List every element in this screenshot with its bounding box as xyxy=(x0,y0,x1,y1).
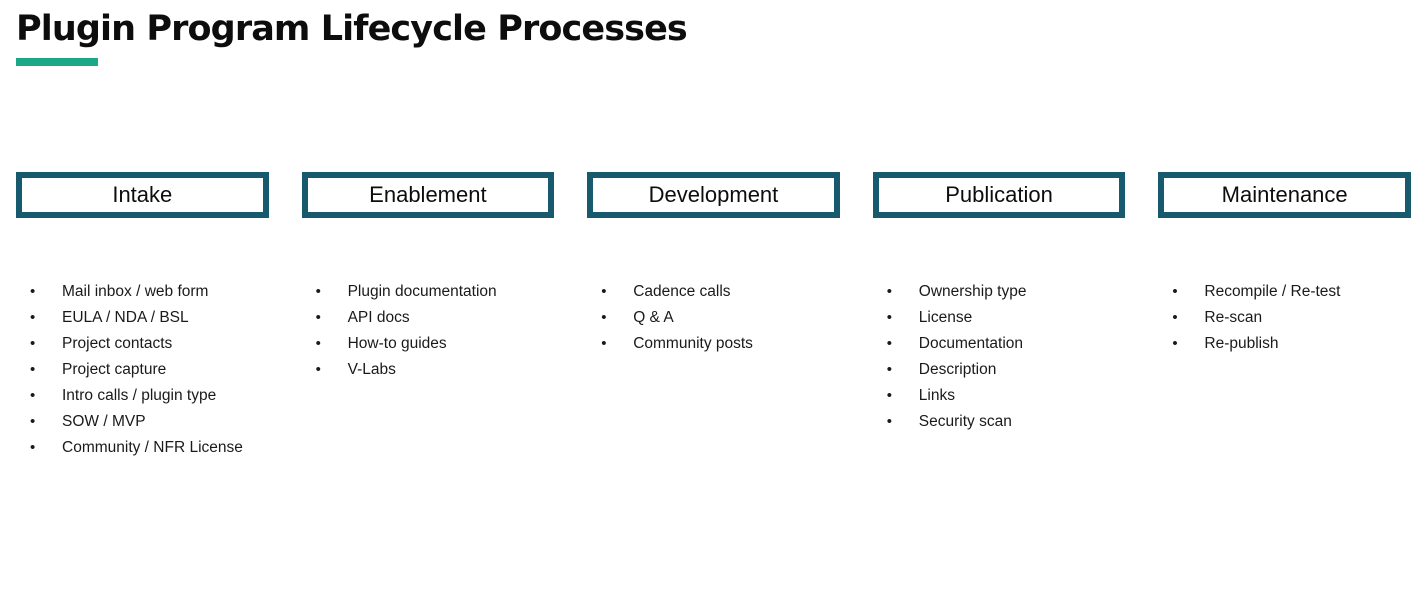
bullet-icon xyxy=(30,305,62,331)
list-item-label: Re-publish xyxy=(1204,335,1279,352)
bullet-icon xyxy=(30,409,62,435)
lifecycle-column-maintenance: Maintenance Recompile / Re-test Re-scan … xyxy=(1158,172,1411,357)
bullet-icon xyxy=(30,331,62,357)
phase-header-label: Intake xyxy=(112,184,173,206)
bullet-icon xyxy=(316,279,348,305)
lifecycle-column-development: Development Cadence calls Q & A Communit… xyxy=(587,172,840,357)
bullet-icon xyxy=(30,435,62,461)
bullet-icon xyxy=(887,305,919,331)
list-item: Community posts xyxy=(587,331,840,357)
list-item: How-to guides xyxy=(302,331,555,357)
list-item-label: Cadence calls xyxy=(633,283,731,300)
bullet-icon xyxy=(887,279,919,305)
bullet-icon xyxy=(1172,279,1204,305)
list-item: Documentation xyxy=(873,331,1126,357)
bullet-icon xyxy=(887,357,919,383)
phase-header-development[interactable]: Development xyxy=(587,172,840,218)
list-item: Mail inbox / web form xyxy=(16,279,269,305)
list-item: Cadence calls xyxy=(587,279,840,305)
phase-header-enablement[interactable]: Enablement xyxy=(301,172,555,218)
list-item-label: Plugin documentation xyxy=(347,283,497,300)
lifecycle-column-intake: Intake Mail inbox / web form EULA / NDA … xyxy=(16,172,269,461)
list-item-label: Community / NFR License xyxy=(62,439,243,456)
list-item-label: API docs xyxy=(347,309,410,326)
bullet-icon xyxy=(601,279,633,305)
list-item: Project capture xyxy=(16,357,269,383)
list-item: V-Labs xyxy=(302,357,555,383)
list-item-label: How-to guides xyxy=(347,335,447,352)
list-item: Community / NFR License xyxy=(16,435,269,461)
list-item-label: V-Labs xyxy=(347,361,396,378)
phase-header-label: Publication xyxy=(945,184,1053,206)
page-title: Plugin Program Lifecycle Processes xyxy=(16,9,688,49)
list-item: Intro calls / plugin type xyxy=(16,383,269,409)
phase-item-list-publication: Ownership type License Documentation Des… xyxy=(873,279,1126,435)
list-item: Q & A xyxy=(587,305,840,331)
list-item: Project contacts xyxy=(16,331,269,357)
list-item: Re-scan xyxy=(1158,305,1411,331)
list-item-label: Links xyxy=(918,387,955,404)
bullet-icon xyxy=(316,305,348,331)
lifecycle-column-publication: Publication Ownership type License Docum… xyxy=(872,172,1126,435)
list-item-label: EULA / NDA / BSL xyxy=(62,309,189,326)
list-item-label: License xyxy=(918,309,973,326)
list-item: Recompile / Re-test xyxy=(1158,279,1411,305)
phase-item-list-intake: Mail inbox / web form EULA / NDA / BSL P… xyxy=(16,279,269,461)
list-item-label: Security scan xyxy=(918,413,1012,430)
list-item-label: Q & A xyxy=(633,309,674,326)
list-item: Plugin documentation xyxy=(302,279,555,305)
bullet-icon xyxy=(316,357,348,383)
list-item-label: Mail inbox / web form xyxy=(62,283,209,300)
bullet-icon xyxy=(601,305,633,331)
list-item-label: Re-scan xyxy=(1204,309,1263,326)
bullet-icon xyxy=(887,331,919,357)
list-item: License xyxy=(873,305,1126,331)
phase-item-list-maintenance: Recompile / Re-test Re-scan Re-publish xyxy=(1158,279,1411,357)
list-item: Re-publish xyxy=(1158,331,1411,357)
bullet-icon xyxy=(1172,305,1204,331)
phase-header-label: Enablement xyxy=(369,184,487,206)
phase-item-list-development: Cadence calls Q & A Community posts xyxy=(587,279,840,357)
title-accent-bar xyxy=(16,58,98,67)
list-item-label: Ownership type xyxy=(918,283,1027,300)
bullet-icon xyxy=(887,409,919,435)
list-item: Links xyxy=(873,383,1126,409)
lifecycle-column-enablement: Enablement Plugin documentation API docs… xyxy=(301,172,555,383)
lifecycle-columns: Intake Mail inbox / web form EULA / NDA … xyxy=(16,172,1411,461)
bullet-icon xyxy=(30,383,62,409)
list-item-label: Recompile / Re-test xyxy=(1204,283,1341,300)
phase-header-publication[interactable]: Publication xyxy=(872,172,1126,218)
list-item: API docs xyxy=(302,305,555,331)
list-item-label: Documentation xyxy=(918,335,1024,352)
bullet-icon xyxy=(316,331,348,357)
list-item: Security scan xyxy=(873,409,1126,435)
list-item-label: Project capture xyxy=(62,361,167,378)
phase-header-label: Maintenance xyxy=(1221,184,1348,206)
list-item-label: Intro calls / plugin type xyxy=(62,387,217,404)
list-item: SOW / MVP xyxy=(16,409,269,435)
list-item: EULA / NDA / BSL xyxy=(16,305,269,331)
list-item-label: SOW / MVP xyxy=(62,413,146,430)
list-item: Description xyxy=(873,357,1126,383)
phase-header-label: Development xyxy=(648,184,779,206)
list-item-label: Community posts xyxy=(633,335,753,352)
bullet-icon xyxy=(30,357,62,383)
bullet-icon xyxy=(601,331,633,357)
title-block: Plugin Program Lifecycle Processes xyxy=(16,9,1216,67)
phase-header-intake[interactable]: Intake xyxy=(16,172,269,218)
bullet-icon xyxy=(1172,331,1204,357)
list-item-label: Description xyxy=(918,361,997,378)
list-item-label: Project contacts xyxy=(62,335,173,352)
phase-header-maintenance[interactable]: Maintenance xyxy=(1158,172,1411,218)
bullet-icon xyxy=(887,383,919,409)
phase-item-list-enablement: Plugin documentation API docs How-to gui… xyxy=(302,279,555,383)
bullet-icon xyxy=(30,279,62,305)
list-item: Ownership type xyxy=(873,279,1126,305)
